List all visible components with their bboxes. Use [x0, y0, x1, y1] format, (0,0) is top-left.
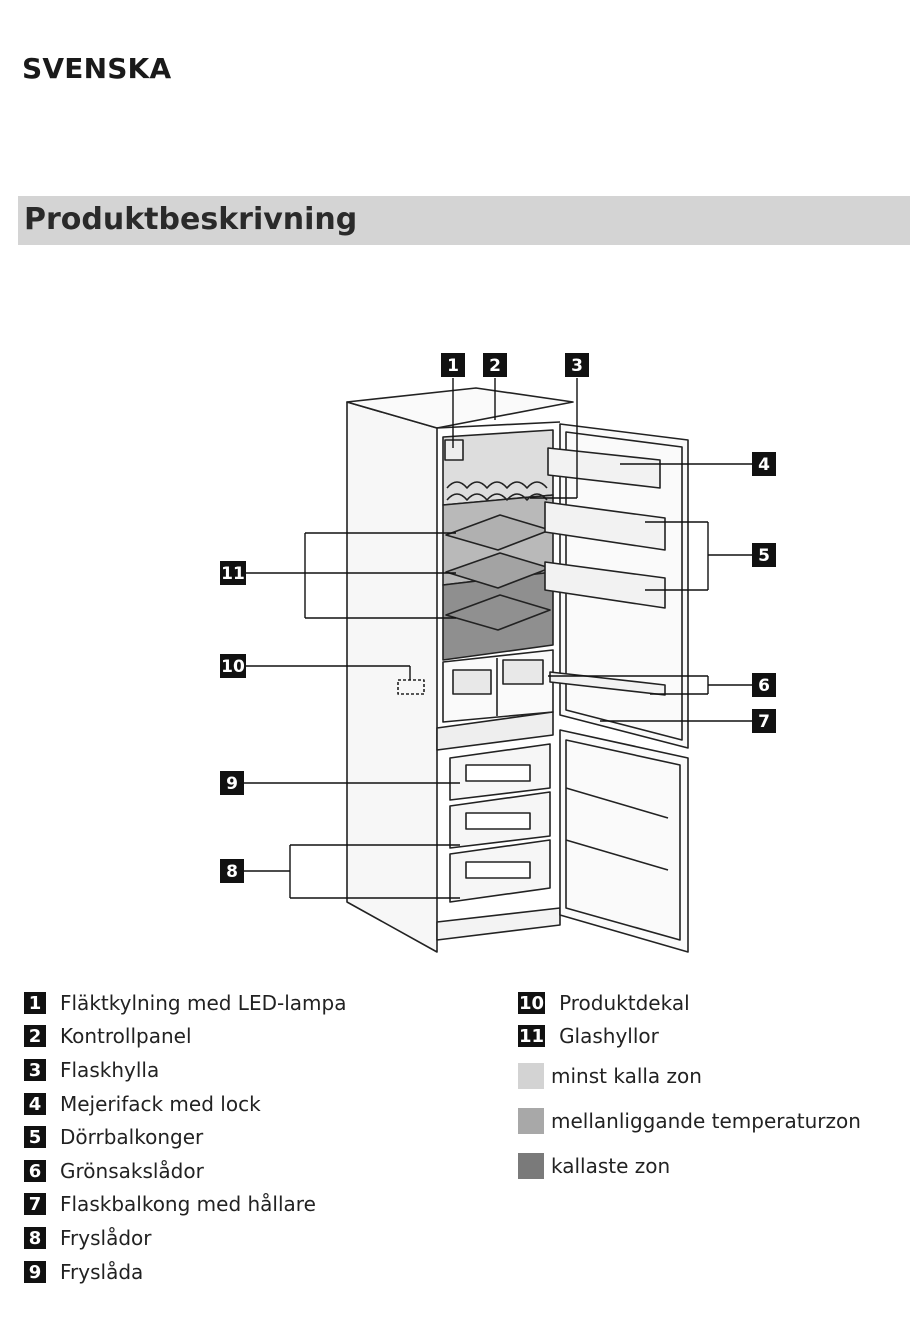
- legend-label: Kontrollpanel: [60, 1024, 192, 1049]
- svg-text:3: 3: [571, 356, 583, 376]
- legend-item-7: 7 Flaskbalkong med hållare: [24, 1188, 346, 1222]
- svg-text:8: 8: [226, 862, 238, 882]
- zone-label: kallaste zon: [551, 1153, 671, 1178]
- svg-text:11: 11: [221, 564, 245, 584]
- callout-8: 8: [220, 859, 244, 883]
- legend-number: 9: [24, 1260, 46, 1283]
- legend-number: 4: [24, 1092, 46, 1115]
- legend-item-9: 9 Fryslåda: [24, 1255, 346, 1289]
- zone-least-cold: minst kalla zon: [518, 1053, 861, 1098]
- svg-text:1: 1: [447, 356, 459, 376]
- legend-number: 6: [24, 1159, 46, 1182]
- zone-label: mellanliggande temperaturzon: [551, 1108, 861, 1133]
- legend-label: Flaskhylla: [60, 1057, 160, 1082]
- svg-text:6: 6: [758, 676, 770, 696]
- svg-text:9: 9: [226, 774, 238, 794]
- zone-swatch: [518, 1107, 544, 1134]
- zone-label: minst kalla zon: [551, 1063, 702, 1088]
- callout-9: 9: [220, 771, 244, 795]
- legend-number: 1: [24, 991, 46, 1014]
- legend-number: 5: [24, 1126, 46, 1149]
- legend-label: Glashyllor: [559, 1024, 659, 1049]
- legend-label: Produktdekal: [559, 990, 690, 1015]
- svg-text:7: 7: [758, 712, 770, 732]
- callout-5: 5: [752, 543, 776, 567]
- legend-number: 10: [518, 991, 546, 1014]
- legend-label: Mejerifack med lock: [60, 1091, 261, 1116]
- callout-4: 4: [752, 452, 776, 476]
- legend-list-left: 1 Fläktkylning med LED-lampa 2 Kontrollpan…: [24, 986, 346, 1288]
- legend-item-8: 8 Fryslådor: [24, 1221, 346, 1255]
- callout-10: 10: [220, 654, 246, 678]
- legend-number: 2: [24, 1025, 46, 1048]
- legend-label: Fryslåda: [60, 1259, 144, 1284]
- legend-label: Flaskbalkong med hållare: [60, 1192, 316, 1217]
- callout-1: 1: [441, 353, 465, 377]
- zone-coldest: kallaste zon: [518, 1143, 861, 1188]
- fridge-illustration: [346, 387, 689, 953]
- fridge-diagram: 1 2 3 4 5 6 7 8 9 10 11: [220, 353, 776, 953]
- callout-2: 2: [483, 353, 507, 377]
- svg-text:4: 4: [758, 455, 770, 475]
- legend-label: Fläktkylning med LED-lampa: [60, 990, 347, 1015]
- callout-6: 6: [752, 673, 776, 697]
- legend-item-1: 1 Fläktkylning med LED-lampa: [24, 986, 346, 1020]
- legend-number: 11: [518, 1025, 546, 1048]
- callout-7: 7: [752, 709, 776, 733]
- legend-number: 3: [24, 1058, 46, 1081]
- legend-number: 7: [24, 1193, 46, 1216]
- zone-intermediate: mellanliggande temperaturzon: [518, 1098, 861, 1143]
- legend-label: Fryslådor: [60, 1225, 152, 1250]
- legend-list-right: 10 Produktdekal 11 Glashyllor minst kalla …: [518, 986, 861, 1188]
- legend-label: Grönsakslådor: [60, 1158, 204, 1183]
- legend-item-4: 4 Mejerifack med lock: [24, 1087, 346, 1121]
- svg-text:10: 10: [221, 657, 245, 677]
- svg-text:5: 5: [758, 546, 770, 566]
- legend-item-2: 2 Kontrollpanel: [24, 1020, 346, 1054]
- language-heading: SVENSKA: [22, 52, 172, 85]
- legend-label: Dörrbalkonger: [60, 1125, 204, 1150]
- zone-swatch: [518, 1062, 544, 1089]
- callout-11: 11: [220, 561, 246, 585]
- leader-lines: [244, 378, 752, 899]
- section-header-bar: Produktbeskrivning: [18, 196, 910, 245]
- legend-item-6: 6 Grönsakslådor: [24, 1154, 346, 1188]
- section-title: Produktbeskrivning: [24, 202, 358, 237]
- legend-item-10: 10 Produktdekal: [518, 986, 861, 1020]
- svg-text:2: 2: [489, 356, 501, 376]
- legend-number: 8: [24, 1226, 46, 1249]
- legend-item-11: 11 Glashyllor: [518, 1020, 861, 1054]
- legend-item-5: 5 Dörrbalkonger: [24, 1120, 346, 1154]
- callout-3: 3: [565, 353, 589, 377]
- zone-swatch: [518, 1152, 544, 1179]
- legend-item-3: 3 Flaskhylla: [24, 1053, 346, 1087]
